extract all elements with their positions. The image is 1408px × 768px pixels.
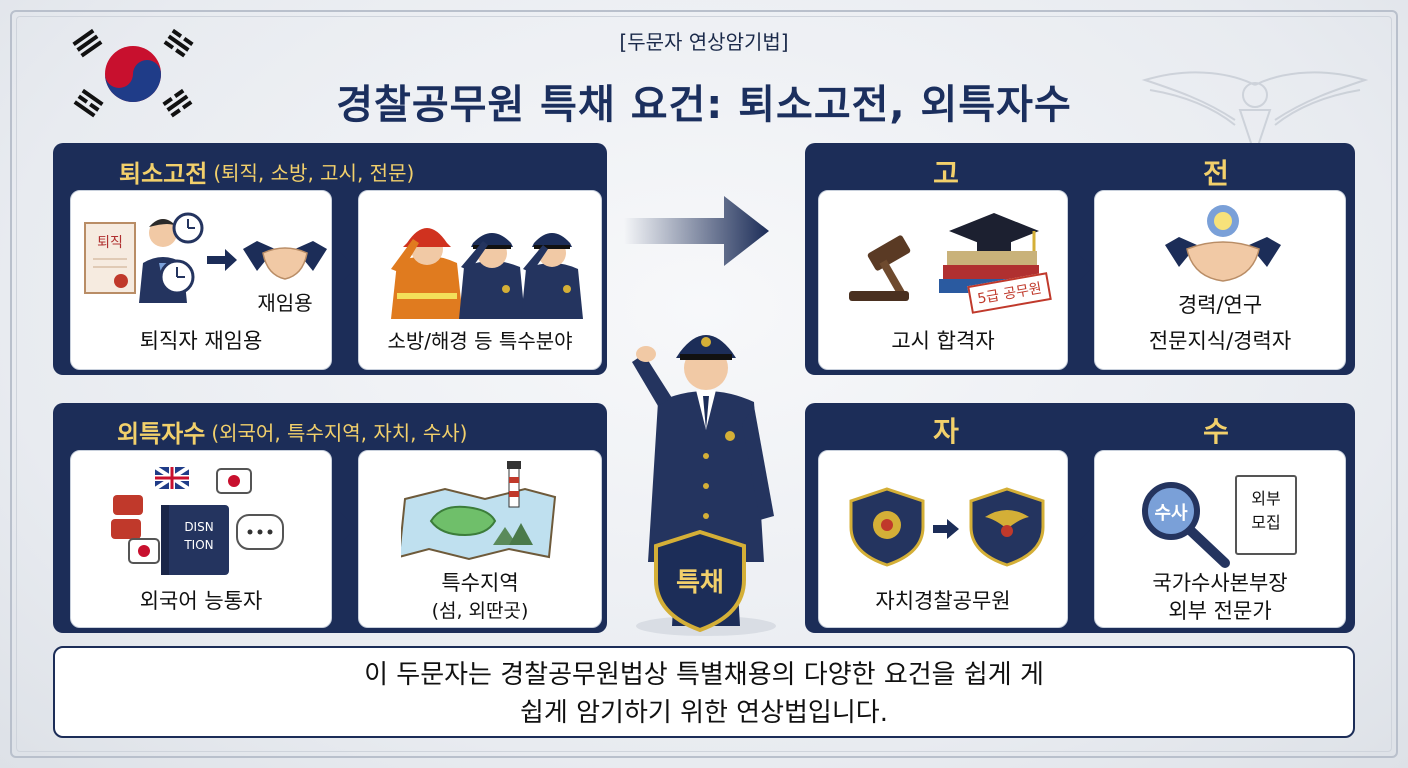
- footer-note: 이 두문자는 경찰공무원법상 특별채용의 다양한 요건을 쉽게 게 쉽게 암기하…: [53, 646, 1355, 738]
- letter-jeon: 전: [1203, 157, 1229, 190]
- card-exam-passer: 5급 공무원 고시 합격자: [818, 190, 1068, 370]
- card-label-line2: 외부 전문가: [1168, 599, 1272, 623]
- card-label-line1: 경력/연구: [1177, 293, 1263, 317]
- card-label-line2: 전문지식/경력자: [1148, 329, 1292, 353]
- card-label: 자치경찰공무원: [875, 589, 1011, 613]
- eagle-watermark-icon: [1141, 71, 1369, 159]
- officer-with-clock-icon: [139, 219, 195, 303]
- island-map-lighthouse-icon: [401, 461, 557, 561]
- footer-line1: 이 두문자는 경찰공무원법상 특별채용의 다양한 요건을 쉽게 게: [364, 660, 1044, 690]
- retirement-document-icon: 퇴직: [84, 222, 136, 294]
- special-recruitment-shield-icon: [654, 530, 746, 632]
- outer-frame: [10, 10, 1398, 758]
- card-label: 고시 합격자: [891, 329, 995, 353]
- card-label: 퇴직자 재임용: [139, 329, 263, 353]
- svg-text:TION: TION: [183, 538, 213, 552]
- card-label: 외국어 능통자: [139, 589, 263, 613]
- rehire-tag: 재임용: [257, 291, 313, 315]
- big-arrow-right-icon: [624, 196, 769, 266]
- svg-text:DISN: DISN: [184, 520, 213, 534]
- handshake-icon: [243, 241, 327, 280]
- card-label: 소방/해경 등 특수분야: [387, 329, 573, 353]
- panel-subtitle: (퇴직, 소방, 고시, 전문): [213, 160, 415, 185]
- card-retiree: 퇴직 재임용 퇴직자 재임용: [70, 190, 332, 370]
- chevron-right-icon: [340, 512, 356, 544]
- card-special-region: 특수지역 (섬, 외딴곳): [358, 450, 602, 628]
- footer-line2: 쉽게 암기하기 위한 연상법입니다.: [520, 698, 888, 728]
- gear-lightbulb-handshake-icon: [1165, 205, 1281, 282]
- special-recruitment-badge-text: 특채: [676, 568, 724, 598]
- chevron-right-icon: [1076, 252, 1092, 284]
- document-line1: 외부: [1251, 489, 1281, 508]
- firefighter-and-officers-saluting-icon: [391, 228, 583, 319]
- inner-frame: [16, 16, 1392, 752]
- saluting-police-officer-icon: [632, 335, 776, 636]
- page-subtitle: [두문자 연상암기법]: [619, 30, 789, 54]
- panel-title: 퇴소고전: [119, 159, 208, 188]
- recruitment-document-icon: 외부 모집: [1235, 475, 1297, 555]
- card-special-fields: 소방/해경 등 특수분야: [358, 190, 602, 370]
- letter-go: 고: [933, 157, 959, 190]
- letter-su: 수: [1203, 415, 1229, 448]
- letter-ja: 자: [933, 415, 959, 448]
- document-line2: 모집: [1251, 513, 1281, 532]
- chevron-right-icon: [340, 252, 356, 284]
- chevron-right-icon: [1076, 512, 1092, 544]
- arrow-right-icon: [207, 249, 237, 271]
- document-text: 퇴직: [97, 235, 123, 251]
- foreign-language-book-and-speech-bubbles-icon: DISN TION: [111, 465, 284, 575]
- magnifier-text: 수사: [1154, 503, 1188, 524]
- magnifier-icon: [1142, 482, 1230, 568]
- arrow-right-icon: [933, 519, 959, 539]
- page-title: 경찰공무원 특채 요건: 퇴소고전, 외특자수: [336, 82, 1072, 128]
- police-emblem-icon: [849, 487, 925, 567]
- card-label-line1: 특수지역: [441, 571, 519, 595]
- police-emblem-icon: [969, 487, 1045, 567]
- card-label-line1: 국가수사본부장: [1152, 571, 1288, 595]
- korean-flag-icon: [72, 28, 194, 118]
- clock-icon: [172, 212, 204, 244]
- card-national-investigation: 수사 외부 모집 국가수사본부장 외부 전문가: [1094, 450, 1346, 628]
- panel-title: 외특자수: [117, 419, 206, 448]
- card-foreign-language: DISN TION 외국어 능통자: [70, 450, 332, 628]
- panel-subtitle: (외국어, 특수지역, 자치, 수사): [211, 420, 468, 445]
- card-label-line2: (섬, 외딴곳): [431, 600, 529, 622]
- card-expert: 경력/연구 전문지식/경력자: [1094, 190, 1346, 370]
- card-autonomous-police: 자치경찰공무원: [818, 450, 1068, 628]
